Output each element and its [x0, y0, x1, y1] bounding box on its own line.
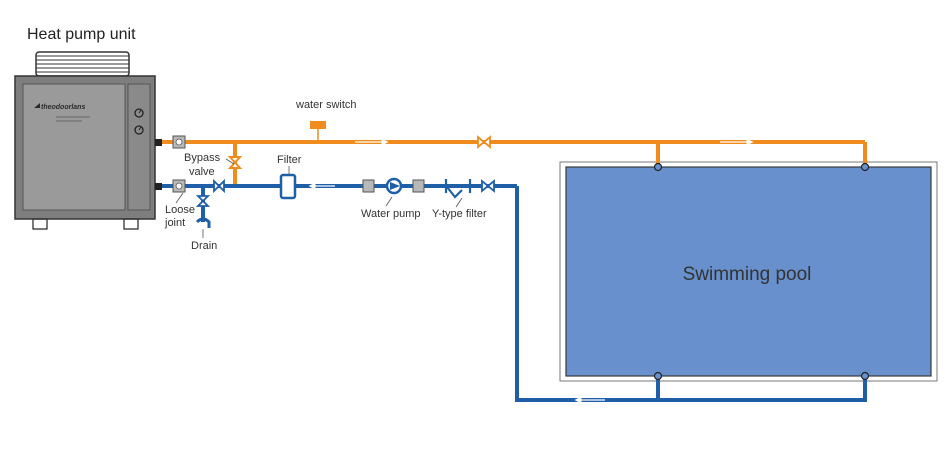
- water-pump-label: Water pump: [361, 208, 421, 220]
- y-type-filter-icon: [444, 179, 472, 199]
- drain-valve-icon: [195, 195, 211, 207]
- leader-lines: [175, 158, 463, 238]
- filter-label: Filter: [277, 154, 302, 166]
- bypass-valve-label-line1: Bypass: [184, 152, 221, 164]
- heat-pump-title: Heat pump unit: [27, 26, 136, 43]
- flow-arrows: [308, 138, 754, 404]
- fan-guard-icon: [35, 51, 130, 77]
- union-joint-icon: [362, 179, 375, 193]
- loose-joint-label-line2: joint: [164, 217, 185, 229]
- gate-valve-icon: [213, 178, 225, 194]
- bypass-valve-icon: [227, 156, 243, 169]
- drain-label: Drain: [191, 240, 217, 252]
- union-joint-icon: [412, 179, 425, 193]
- gauge-icon: [134, 125, 144, 135]
- union-joint-icon: [172, 135, 186, 149]
- y-type-filter-label: Y-type filter: [432, 208, 487, 220]
- union-joint-icon: [172, 179, 186, 193]
- pool-inlet-points: [653, 162, 870, 381]
- loose-joint-label-line1: Loose: [165, 204, 195, 216]
- drain-tap-icon: [195, 217, 211, 228]
- bypass-valve-label-line2: valve: [189, 166, 215, 178]
- water-switch-icon: [310, 121, 326, 129]
- swimming-pool: Swimming pool: [559, 161, 938, 382]
- check-valve-icon: [481, 179, 495, 193]
- hot-line-valve-icon: [477, 135, 491, 149]
- heat-pump-unit: theodoorlans: [14, 51, 162, 230]
- brand-name: theodoorlans: [41, 104, 85, 111]
- brand-logo-icon: [34, 103, 40, 108]
- gauge-icon: [134, 108, 144, 118]
- pool-label: Swimming pool: [683, 264, 812, 285]
- filter-icon: [279, 173, 297, 200]
- water-switch-label: water switch: [295, 99, 357, 111]
